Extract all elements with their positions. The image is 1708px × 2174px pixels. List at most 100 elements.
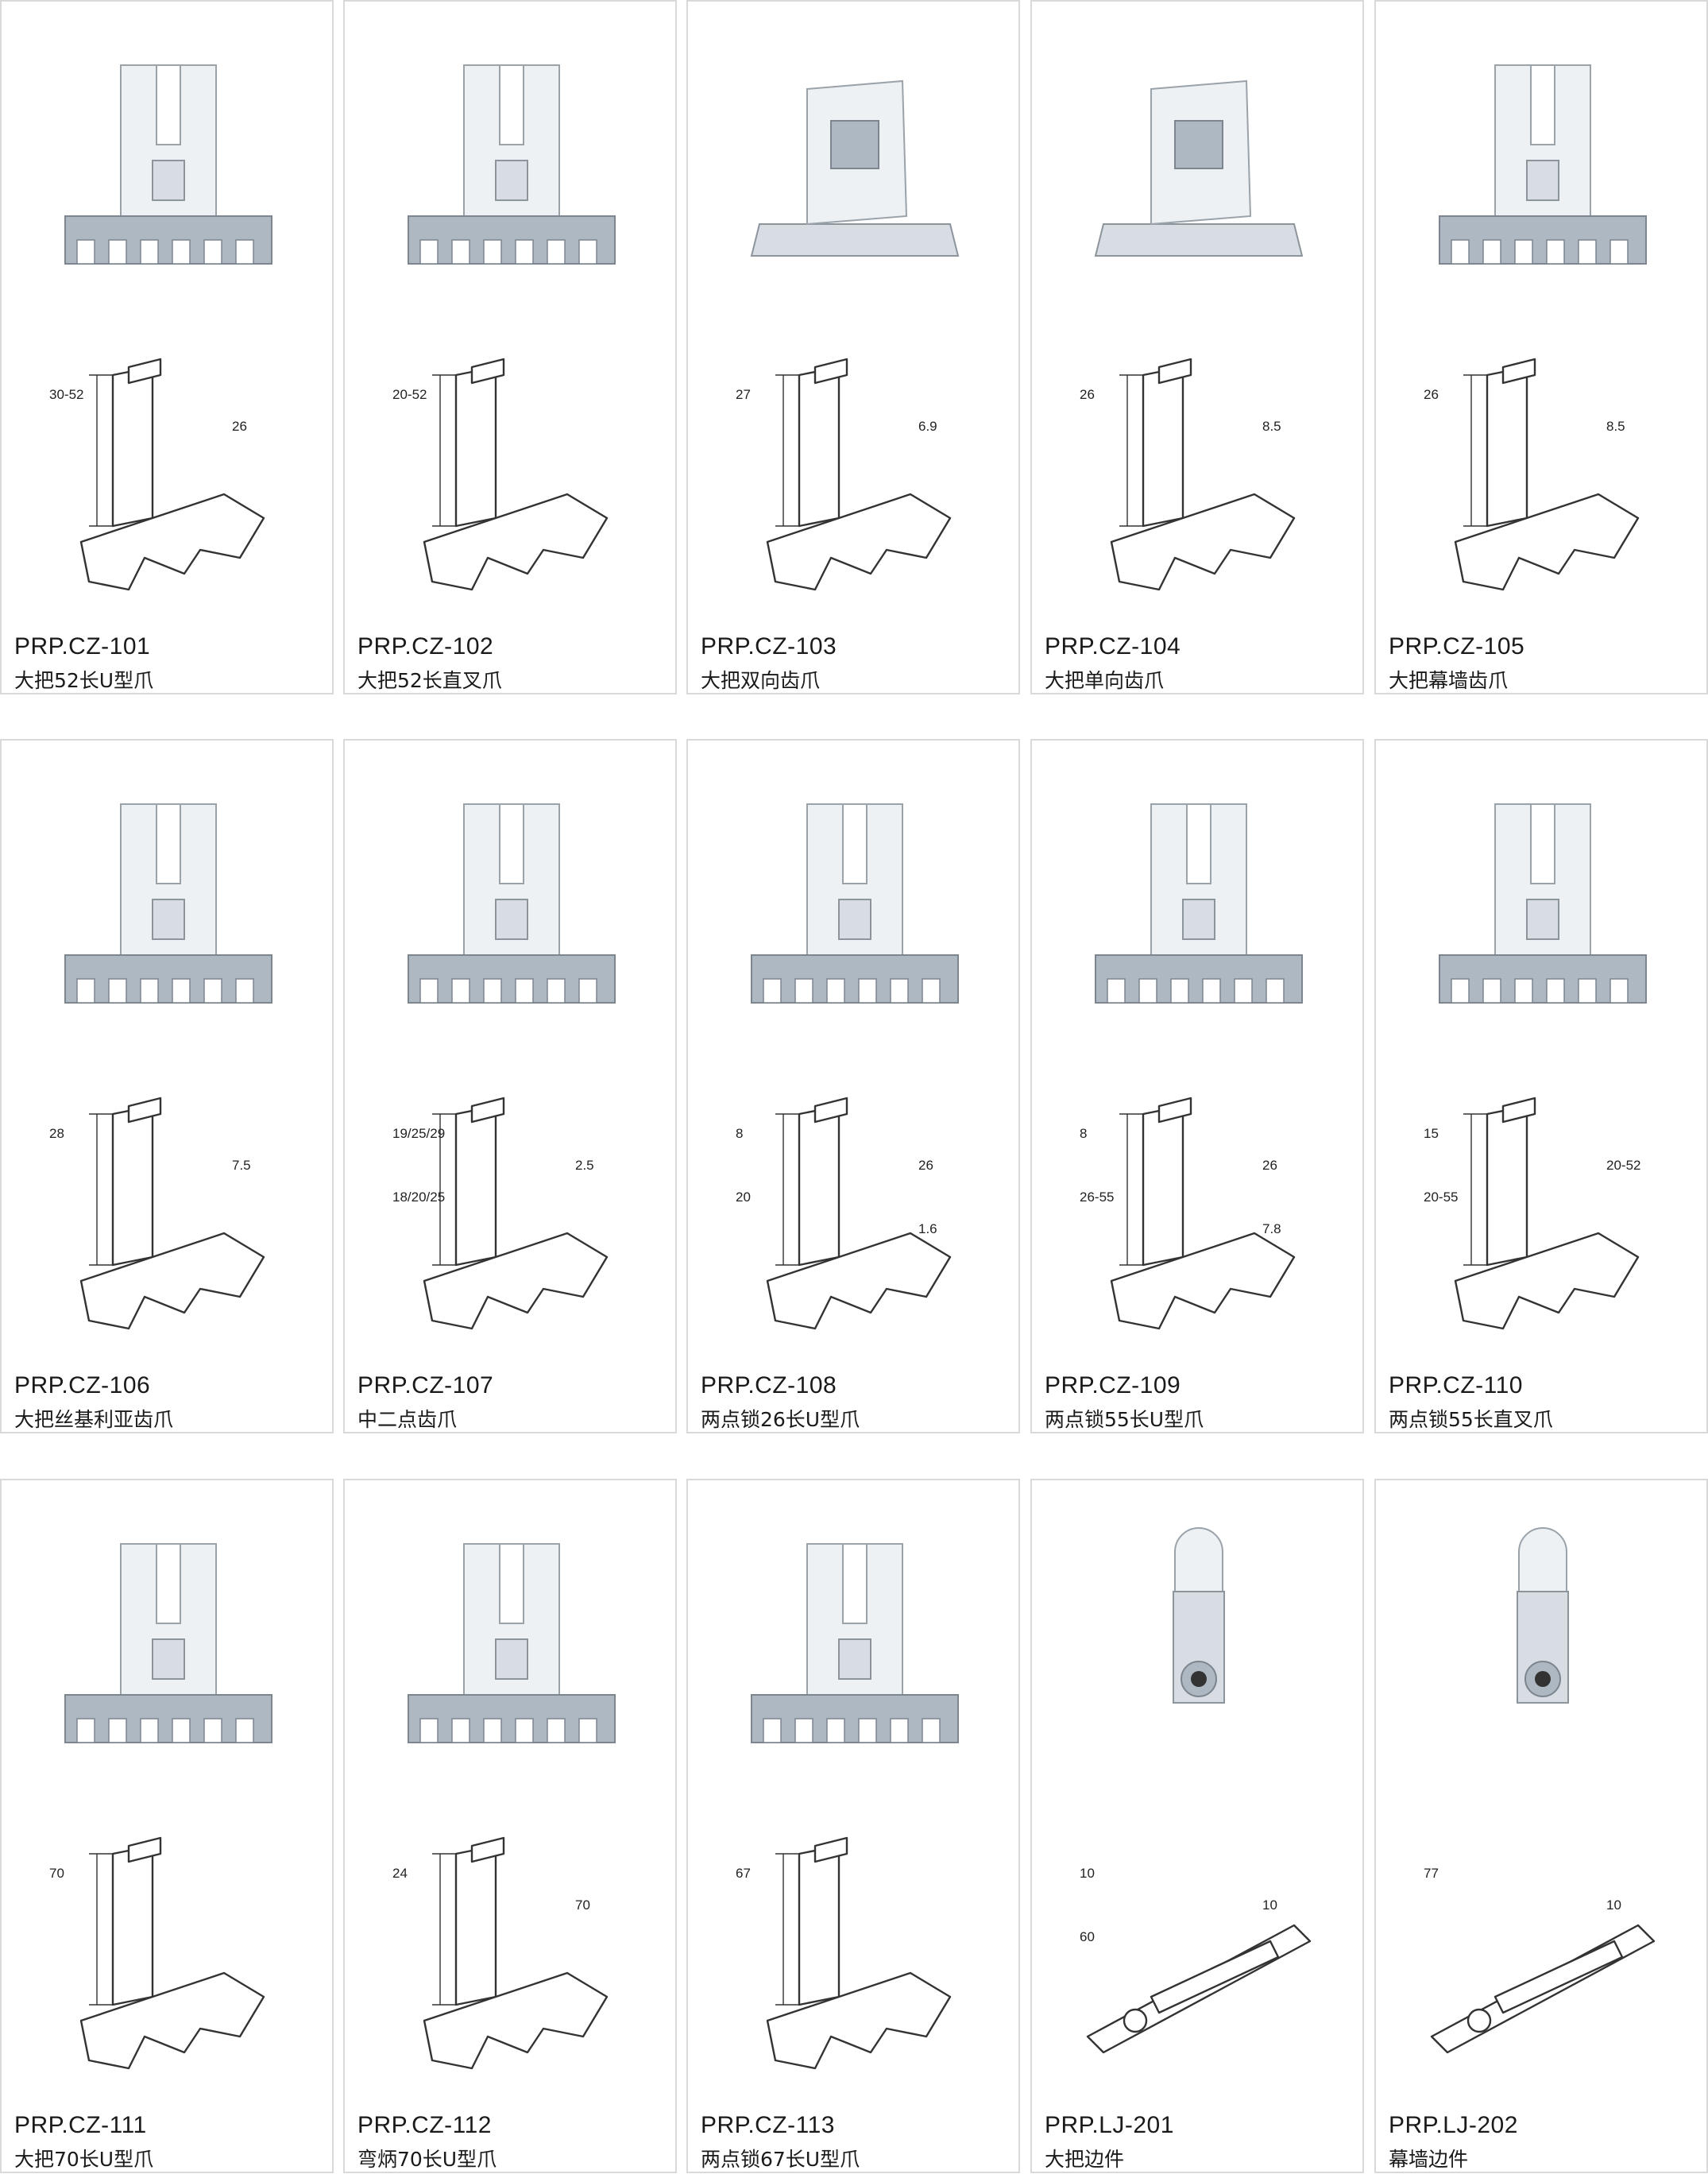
dimension-label: 7.8 xyxy=(1262,1221,1281,1236)
product-code: PRP.CZ-104 xyxy=(1045,633,1181,660)
product-photo xyxy=(64,1543,272,1743)
product-code: PRP.LJ-201 xyxy=(1045,2112,1174,2138)
product-name: 大把双向齿爪 xyxy=(701,669,821,692)
product-name: 两点锁55长直叉爪 xyxy=(1389,1408,1553,1431)
dimension-label: 2.5 xyxy=(575,1158,594,1173)
product-code: PRP.CZ-102 xyxy=(357,633,494,660)
product-code: PRP.CZ-111 xyxy=(14,2112,147,2138)
product-name: 中二点齿爪 xyxy=(357,1408,458,1431)
technical-drawing: 19/25/29 2.5 18/20/25 xyxy=(392,1097,609,1330)
product-illustration: 287.5 xyxy=(49,803,272,1330)
product-photo xyxy=(64,64,272,265)
dimension-label: 67 xyxy=(736,1866,751,1881)
dimension-label: 26 xyxy=(918,1158,933,1173)
technical-drawing: 268.5 xyxy=(1424,358,1640,591)
product-name: 大把丝基利亚齿爪 xyxy=(14,1408,174,1431)
product-illustration: 70 xyxy=(49,1543,272,2070)
product-photo xyxy=(750,79,960,257)
dimension-label: 6.9 xyxy=(918,419,937,434)
dimension-label: 7.5 xyxy=(232,1158,251,1173)
technical-drawing: 276.9 xyxy=(736,358,952,591)
dimension-label: 8 xyxy=(1080,1126,1087,1141)
dimension-label: 15 xyxy=(1424,1126,1439,1141)
product-name: 弯炳70长U型爪 xyxy=(357,2148,497,2171)
product-illustration: 24 70 xyxy=(392,1543,616,2070)
dimension-label: 70 xyxy=(575,1897,590,1913)
product-photo xyxy=(408,64,616,265)
dimension-label: 19/25/29 xyxy=(392,1126,445,1141)
product-code: PRP.CZ-109 xyxy=(1045,1372,1181,1398)
product-code: PRP.CZ-106 xyxy=(14,1372,151,1398)
dimension-label: 26 xyxy=(1262,1158,1277,1173)
dimension-label: 28 xyxy=(49,1126,64,1141)
product-code: PRP.CZ-107 xyxy=(357,1372,494,1398)
product-photo xyxy=(408,803,616,1004)
product-name: 幕墙边件 xyxy=(1389,2148,1469,2171)
dimension-label: 20-55 xyxy=(1424,1190,1458,1205)
product-name: 大把边件 xyxy=(1045,2148,1125,2171)
product-illustration: 20-52 xyxy=(392,64,616,591)
dimension-label: 10 xyxy=(1080,1866,1095,1881)
dimension-label: 18/20/25 xyxy=(392,1190,445,1205)
product-photo xyxy=(1439,64,1647,265)
technical-drawing: 24 70 xyxy=(392,1836,609,2070)
technical-drawing: 20-52 xyxy=(392,358,609,591)
dimension-label: 8.5 xyxy=(1606,419,1625,434)
dimension-label: 70 xyxy=(49,1866,64,1881)
dimension-label: 24 xyxy=(392,1866,408,1881)
product-photo xyxy=(1094,79,1304,257)
product-illustration: 19/25/29 2.5 18/20/25 xyxy=(392,803,616,1330)
product-illustration: 268.5 xyxy=(1080,79,1304,591)
dimension-label: 26 xyxy=(1080,387,1095,402)
product-photo xyxy=(751,1543,959,1743)
product-photo xyxy=(1173,1527,1225,1704)
product-photo xyxy=(1439,803,1647,1004)
product-photo xyxy=(64,803,272,1004)
product-code: PRP.CZ-105 xyxy=(1389,633,1525,660)
product-name: 大把52长直叉爪 xyxy=(357,669,502,692)
product-name: 两点锁55长U型爪 xyxy=(1045,1408,1204,1431)
product-code: PRP.CZ-110 xyxy=(1389,1372,1523,1398)
product-illustration: 67 xyxy=(736,1543,959,2070)
product-photo xyxy=(1095,803,1303,1004)
dimension-label: 26-55 xyxy=(1080,1190,1114,1205)
product-name: 大把幕墙齿爪 xyxy=(1389,669,1509,692)
product-name: 两点锁26长U型爪 xyxy=(701,1408,860,1431)
product-name: 大把70长U型爪 xyxy=(14,2148,154,2171)
dimension-label: 26 xyxy=(232,419,247,434)
product-photo xyxy=(1517,1527,1569,1704)
product-illustration: 276.9 xyxy=(736,79,960,591)
dimension-label: 1.6 xyxy=(918,1221,937,1236)
product-name: 大把52长U型爪 xyxy=(14,669,154,692)
product-name: 两点锁67长U型爪 xyxy=(701,2148,860,2171)
technical-drawing: 287.5 xyxy=(49,1097,265,1330)
technical-drawing: 8 26 26-55 7.8 xyxy=(1080,1097,1296,1330)
product-code: PRP.CZ-108 xyxy=(701,1372,837,1398)
product-illustration: 268.5 xyxy=(1424,64,1647,591)
product-code: PRP.CZ-103 xyxy=(701,633,837,660)
product-photo xyxy=(408,1543,616,1743)
technical-drawing: 268.5 xyxy=(1080,358,1296,591)
